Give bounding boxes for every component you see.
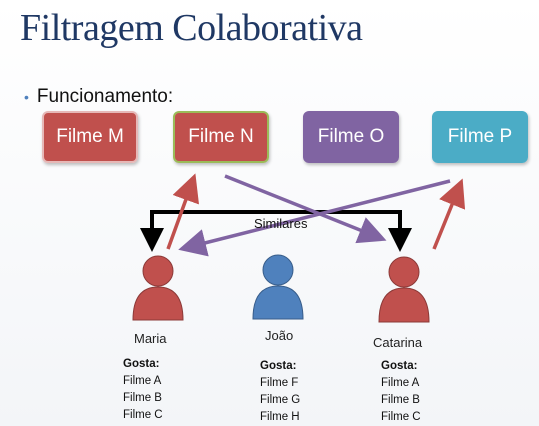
- person-joao-icon: [252, 254, 304, 320]
- person-name-maria: Maria: [134, 331, 167, 346]
- arrow-n-to-catarina: [224, 174, 387, 244]
- slide-title: Filtragem Colaborativa: [20, 7, 363, 49]
- similar-bracket: [140, 210, 412, 252]
- likes-item: Filme H: [260, 411, 300, 423]
- likes-item: Filme C: [123, 409, 163, 421]
- person-name-joao: João: [265, 328, 294, 343]
- likes-list-joao: Gosta: Filme F Filme G Filme H: [260, 358, 300, 426]
- movie-box-o: Filme O: [303, 111, 399, 163]
- likes-list-catarina: Gosta: Filme A Filme B Filme C: [381, 358, 421, 426]
- bullet-item: • Funcionamento:: [24, 86, 173, 108]
- likes-heading: Gosta:: [123, 358, 160, 370]
- movie-label: Filme P: [447, 126, 513, 147]
- movie-label: Filme O: [317, 126, 385, 147]
- likes-item: Filme A: [123, 375, 162, 387]
- arrow-catarina-to-p: [432, 178, 466, 250]
- movie-box-m: Filme M: [42, 111, 138, 163]
- arrow-p-to-maria: [178, 179, 451, 257]
- person-name-catarina: Catarina: [373, 335, 423, 350]
- movie-label: Filme N: [188, 126, 254, 147]
- likes-list-maria: Gosta: Filme A Filme B Filme C: [123, 356, 163, 424]
- person-maria-icon: [132, 255, 184, 321]
- likes-item: Filme F: [260, 377, 299, 389]
- likes-item: Filme G: [260, 394, 301, 406]
- bullet-dot-icon: •: [24, 89, 29, 105]
- movie-box-n: Filme N: [173, 111, 269, 163]
- movie-box-p: Filme P: [432, 111, 528, 163]
- similar-label: Similares: [254, 216, 308, 231]
- likes-item: Filme B: [123, 392, 162, 404]
- likes-item: Filme C: [381, 411, 421, 423]
- likes-heading: Gosta:: [381, 360, 418, 372]
- likes-heading: Gosta:: [260, 360, 297, 372]
- arrow-maria-to-n: [166, 173, 200, 250]
- likes-item: Filme A: [381, 377, 420, 389]
- bullet-text: Funcionamento:: [36, 86, 174, 107]
- movie-label: Filme M: [56, 126, 124, 147]
- person-catarina-icon: [378, 256, 430, 323]
- likes-item: Filme B: [381, 394, 420, 406]
